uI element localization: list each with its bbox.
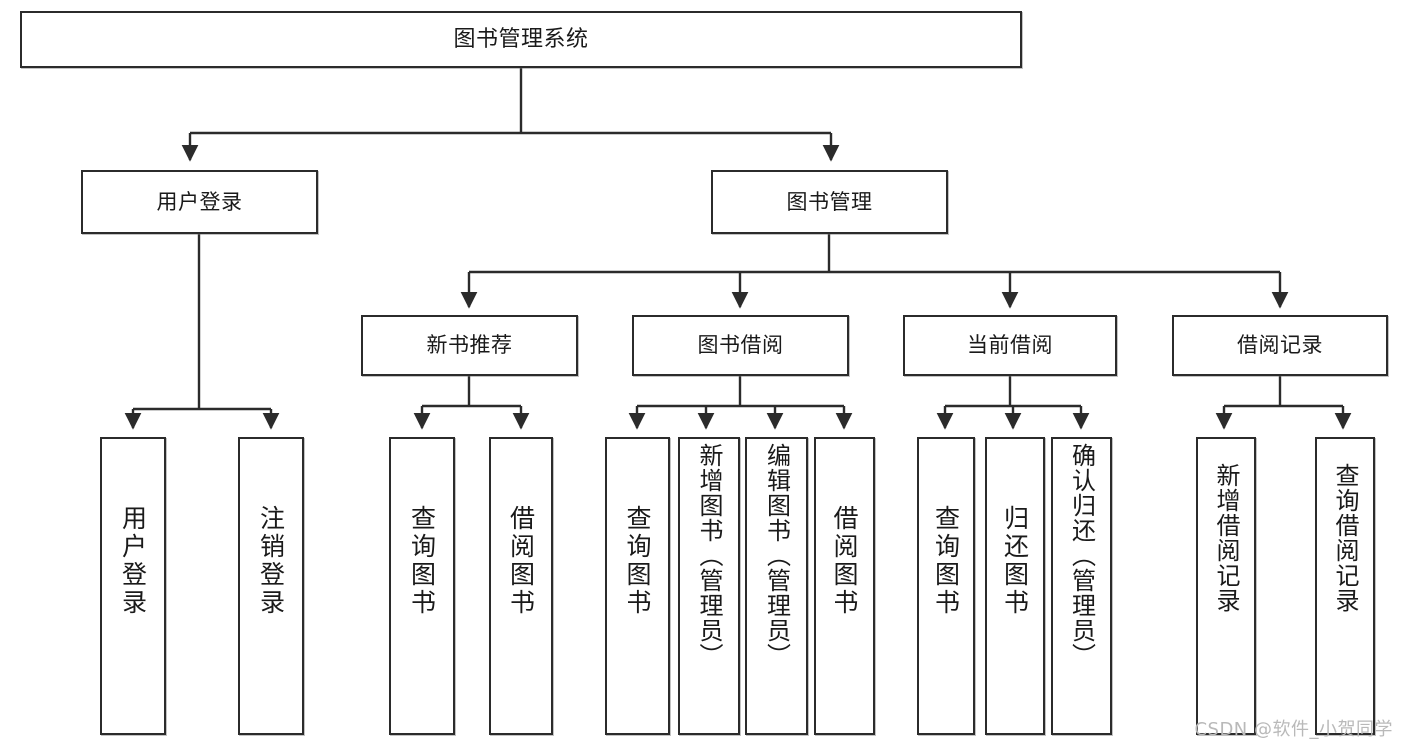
node-label: 新增借阅记录 (1212, 463, 1240, 613)
node-current-borrow[interactable]: 当前借阅 (903, 315, 1117, 376)
leaf-query-book-borrow[interactable]: 查询图书 (605, 437, 670, 735)
leaf-query-book-newbook[interactable]: 查询图书 (389, 437, 455, 735)
node-label: 用户登录 (156, 189, 243, 214)
node-label: 新增图书（管理员） (695, 443, 723, 668)
node-root-system[interactable]: 图书管理系统 (20, 11, 1022, 68)
node-label: 图书管理 (786, 189, 873, 214)
node-label: 归还图书 (1000, 505, 1030, 617)
leaf-add-borrow-record[interactable]: 新增借阅记录 (1196, 437, 1256, 735)
node-book-management[interactable]: 图书管理 (711, 170, 948, 234)
node-label: 图书借阅 (697, 333, 784, 358)
node-label: 查询图书 (931, 505, 961, 617)
watermark-text: CSDN @软件_小贺同学 (1194, 719, 1393, 740)
node-label: 借阅图书 (830, 505, 859, 617)
node-label: 借阅记录 (1237, 333, 1323, 358)
node-label: 注销登录 (256, 505, 286, 617)
node-label: 编辑图书（管理员） (762, 443, 791, 668)
leaf-user-login[interactable]: 用户登录 (100, 437, 166, 735)
leaf-add-book-admin[interactable]: 新增图书（管理员） (678, 437, 740, 735)
node-borrow-record[interactable]: 借阅记录 (1172, 315, 1388, 376)
node-label: 查询借阅记录 (1331, 463, 1359, 613)
leaf-edit-book-admin[interactable]: 编辑图书（管理员） (745, 437, 808, 735)
leaf-query-borrow-record[interactable]: 查询借阅记录 (1315, 437, 1375, 735)
node-user-login[interactable]: 用户登录 (81, 170, 318, 234)
leaf-logout[interactable]: 注销登录 (238, 437, 304, 735)
node-label: 借阅图书 (506, 505, 536, 617)
node-label: 确认归还（管理员） (1067, 443, 1096, 668)
node-label: 新书推荐 (426, 333, 513, 358)
leaf-return-book[interactable]: 归还图书 (985, 437, 1045, 735)
node-label: 图书管理系统 (453, 26, 589, 52)
node-new-book-recommend[interactable]: 新书推荐 (361, 315, 578, 376)
leaf-query-book-current[interactable]: 查询图书 (917, 437, 975, 735)
node-label: 查询图书 (407, 505, 437, 617)
node-label: 用户登录 (118, 505, 148, 617)
leaf-borrow-book-newbook[interactable]: 借阅图书 (489, 437, 553, 735)
node-book-borrow[interactable]: 图书借阅 (632, 315, 849, 376)
leaf-borrow-book[interactable]: 借阅图书 (814, 437, 875, 735)
node-label: 当前借阅 (967, 333, 1053, 358)
node-label: 查询图书 (623, 505, 652, 617)
leaf-confirm-return-admin[interactable]: 确认归还（管理员） (1051, 437, 1112, 735)
